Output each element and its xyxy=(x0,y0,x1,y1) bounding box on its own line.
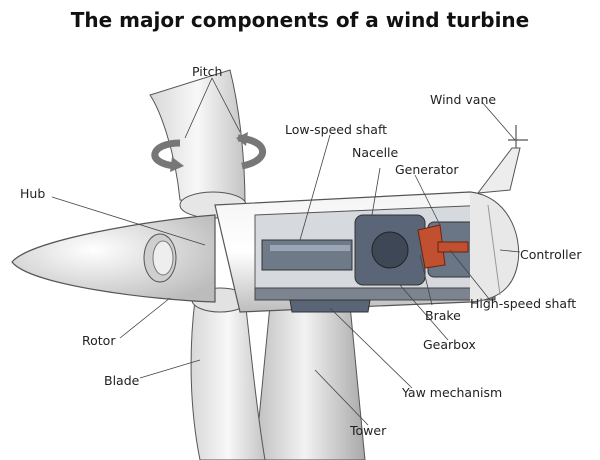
label-low-speed-shaft: Low-speed shaft xyxy=(285,122,388,137)
label-blade: Blade xyxy=(104,373,140,388)
brake-part xyxy=(417,224,446,269)
pitch-arrow-left xyxy=(151,139,181,170)
high-speed-shaft-part xyxy=(437,241,469,253)
hub-shape xyxy=(11,214,216,303)
label-gearbox: Gearbox xyxy=(423,337,476,352)
yaw-gear xyxy=(289,299,371,313)
label-yaw-mechanism: Yaw mechanism xyxy=(402,385,503,400)
label-hub: Hub xyxy=(20,186,46,201)
label-pitch: Pitch xyxy=(192,64,223,79)
blade-lower xyxy=(190,299,266,460)
label-rotor: Rotor xyxy=(82,333,116,348)
wind-vane-shape xyxy=(476,147,521,194)
tower-shape xyxy=(254,304,366,460)
label-tower: Tower xyxy=(350,423,387,438)
label-brake: Brake xyxy=(425,308,461,323)
label-high-speed-shaft: High-speed shaft xyxy=(470,296,577,311)
diagram-title: The major components of a wind turbine xyxy=(70,8,530,32)
label-wind-vane: Wind vane xyxy=(430,92,497,107)
label-nacelle: Nacelle xyxy=(352,145,399,160)
nacelle-floor xyxy=(254,287,496,301)
main-shaft xyxy=(261,239,353,271)
label-controller: Controller xyxy=(520,247,582,262)
label-generator: Generator xyxy=(395,162,459,177)
controller-shape xyxy=(469,191,520,303)
blade-upper xyxy=(149,69,246,206)
